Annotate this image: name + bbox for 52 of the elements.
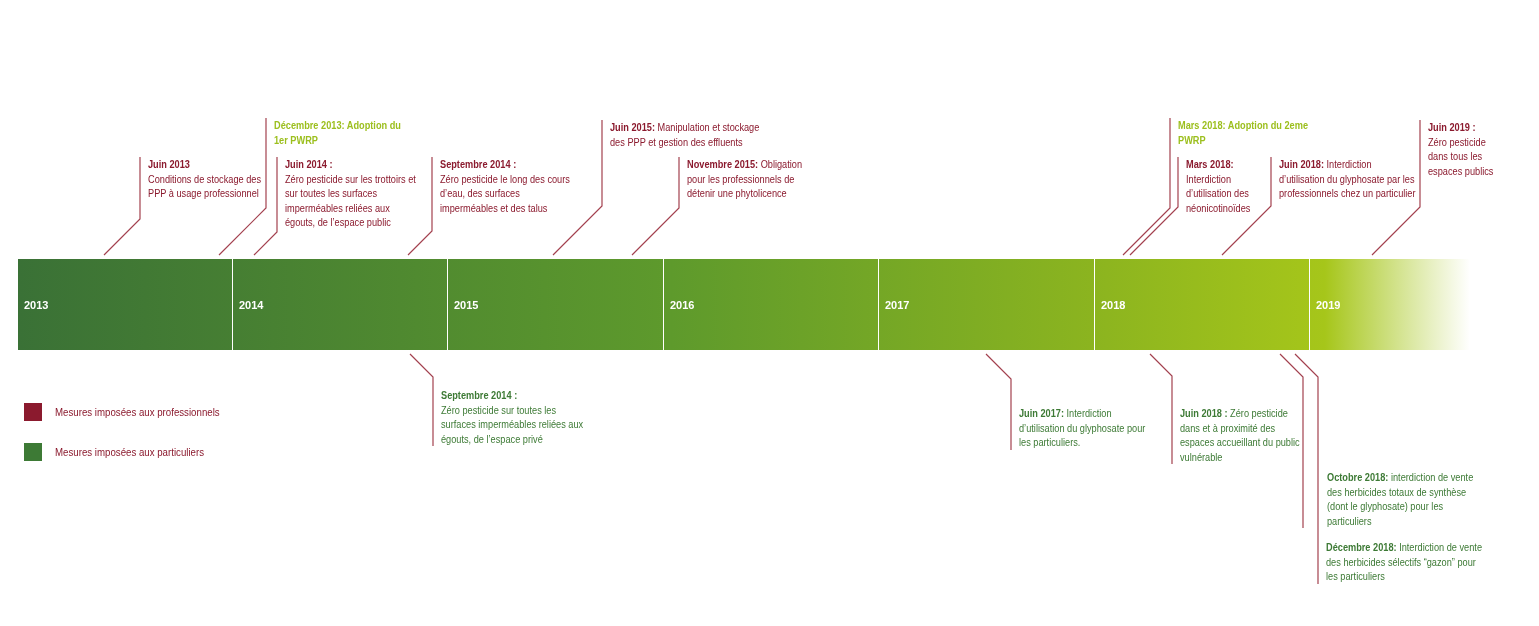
timeline-segment [233,259,447,350]
event-note: Juin 2018 : Zéro pesticide dans et à proximité des espaces accueillant du public vulnérable [1180,406,1300,464]
leader-line [407,156,433,256]
event-date: Juin 2013 [148,157,191,172]
legend-label: Mesures imposées aux particuliers [55,446,205,458]
event-description: Zéro pesticide sur toutes les surfaces imperméables reliées aux égouts, de l’espace privé [441,402,585,446]
event-description: Zéro pesticide le long des cours d’eau, des surfaces imperméables et des talus [440,171,571,215]
leader-line [1221,156,1272,256]
event-date: Mars 2018: [1186,157,1235,172]
event-note: Novembre 2015: Obligation pour les professionnels de détenir une phytolicence [687,157,804,201]
timeline-segment [664,259,878,350]
event-note: Juin 2017: Interdiction d’utilisation du glyphosate pour les particuliers. [1019,406,1147,450]
year-label: 2013 [24,299,49,311]
leader-line [253,156,278,256]
event-date: Juin 2019 : [1428,120,1477,135]
year-label: 2019 [1316,299,1341,311]
timeline-segment [1310,259,1470,350]
timeline-segment [18,259,232,350]
timeline-segment [879,259,1094,350]
event-note: Mars 2018: Adoption du 2eme PWRP [1178,118,1310,147]
leader-line [218,117,267,256]
event-note: Décembre 2018: Interdiction de vente des herbicides sélectifs “gazon” pour les particuliers [1326,540,1483,584]
year-label: 2016 [670,299,695,311]
timeline-segment [448,259,663,350]
leader-line [1279,353,1304,529]
event-date: Septembre 2014 : [440,157,518,172]
year-label: 2018 [1101,299,1126,311]
event-date: Septembre 2014 : [441,388,519,403]
event-note: Octobre 2018: interdiction de vente des herbicides totaux de synthèse (dont le glyphosate) pour les particuliers [1327,470,1475,528]
leader-line [1149,353,1173,465]
year-label: 2015 [454,299,479,311]
leader-line [1294,353,1319,585]
event-description: Conditions de stockage des PPP à usage professionnel [148,171,263,201]
event-note: Décembre 2013: Adoption du 1er PWRP [274,118,402,147]
legend-label: Mesures imposées aux professionnels [55,406,220,418]
year-label: 2014 [239,299,264,311]
event-description: Zéro pesticide sur les trottoirs et sur toutes les surfaces imperméables reliées aux égouts, de l’espace public [285,171,417,230]
timeline-segment [1095,259,1309,350]
event-date: Juin 2014 : [285,157,334,172]
event-note: Juin 2015: Manipulation et stockage des PPP et gestion des effluents [610,120,760,149]
event-description: Zéro pesticide dans tous les espaces publics [1428,134,1495,178]
year-label: 2017 [885,299,910,311]
leader-line [1129,156,1179,256]
leader-line [552,119,603,256]
leader-line [1122,117,1171,256]
leader-line [409,353,434,447]
leader-line [1371,119,1421,256]
event-note: Juin 2018: Interdiction d’utilisation du glyphosate par les professionnels chez un particulier [1279,157,1417,201]
event-description: Interdiction d’utilisation des néonicotinoïdes [1186,171,1252,215]
leader-line [631,156,680,256]
leader-line [103,156,141,256]
leader-line [985,353,1012,451]
